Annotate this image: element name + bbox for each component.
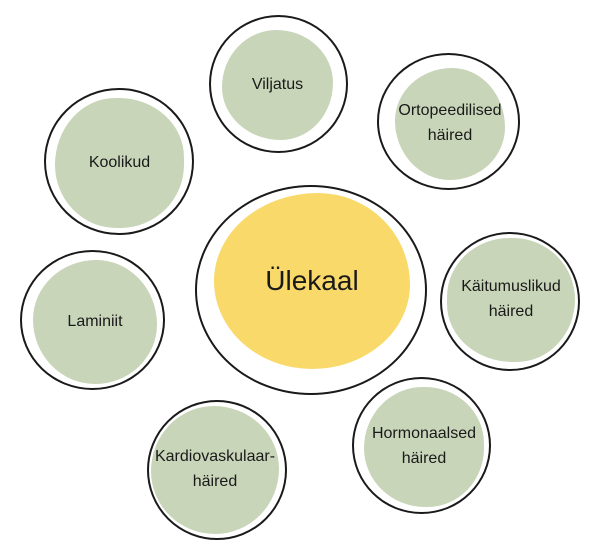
node-hormonaalsed-label: Hormonaalsed häired [371,425,477,467]
node-kaitumuslikud: Käitumuslikud häired [447,238,575,362]
node-viljatus-label: Viljatus [251,75,304,93]
node-viljatus: Viljatus [222,30,333,140]
node-kaitumuslikud-label: Käitumuslikud häired [461,278,561,320]
node-koolikud: Koolikud [55,98,184,228]
node-ortopeedilised: Ortopeedilised häired [395,68,505,180]
node-ortopeedilised-label: Ortopeedilised häired [398,102,502,144]
node-kardiovaskulaar-label: Kardiovaskulaar- häired [154,448,276,490]
node-hormonaalsed: Hormonaalsed häired [364,387,484,507]
node-koolikud-label: Koolikud [88,153,151,171]
center-label: Ülekaal [265,265,359,297]
node-laminiit-label: Laminiit [67,312,123,330]
center-node: Ülekaal [214,193,410,369]
node-kardiovaskulaar: Kardiovaskulaar- häired [151,406,279,534]
node-laminiit: Laminiit [33,260,157,384]
